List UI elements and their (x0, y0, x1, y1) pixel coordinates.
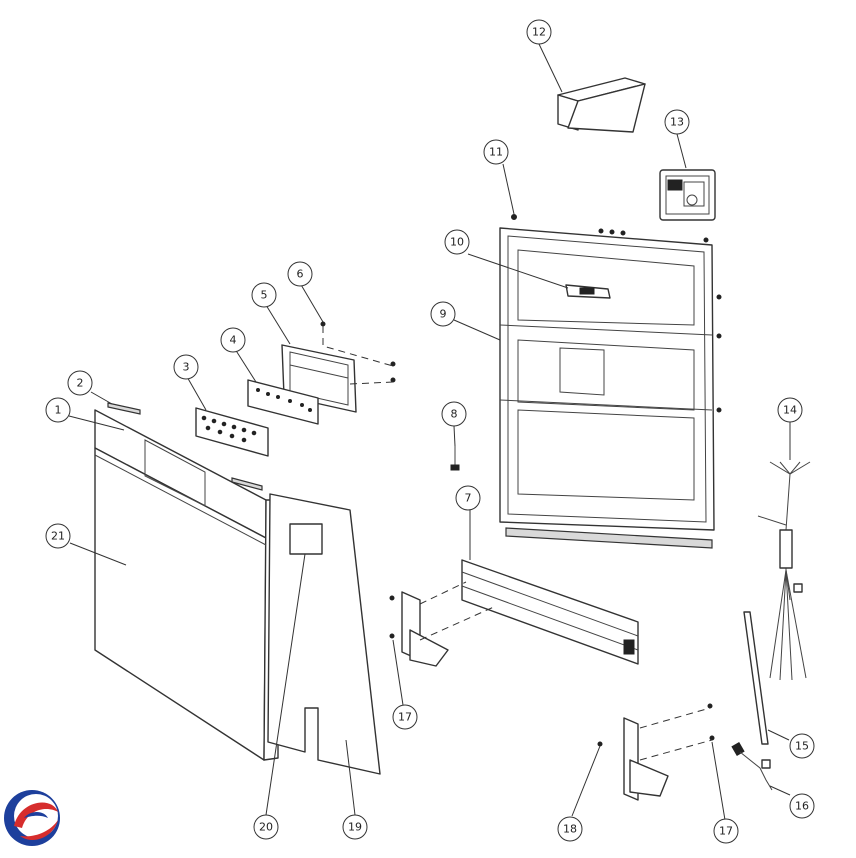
callout-1: 1 (45, 397, 71, 423)
part-2-trim-strip (107, 402, 263, 491)
part-21-outer-door-panel (94, 409, 279, 761)
callout-17-right: 17 (713, 818, 739, 844)
part-8-screw (450, 446, 460, 471)
callout-17-left: 17 (392, 704, 418, 730)
callout-2: 2 (67, 370, 93, 396)
callout-6: 6 (287, 261, 313, 287)
callout-8: 8 (441, 401, 467, 427)
part-7-door-rail (461, 559, 639, 665)
callout-13: 13 (664, 109, 690, 135)
callout-12-label: 12 (532, 26, 546, 39)
callout-19-label: 19 (348, 821, 362, 834)
callout-9: 9 (430, 301, 456, 327)
callout-21: 21 (45, 523, 71, 549)
callout-4: 4 (220, 327, 246, 353)
callout-10: 10 (444, 229, 470, 255)
callout-12: 12 (526, 19, 552, 45)
callout-2-label: 2 (77, 377, 84, 390)
callout-8-label: 8 (451, 408, 458, 421)
part-15-door-rod (743, 611, 769, 745)
part-4-circuit-board (247, 379, 319, 425)
callout-5-label: 5 (261, 289, 268, 302)
callout-7: 7 (455, 485, 481, 511)
part-11-screw (511, 214, 517, 220)
callout-18-label: 18 (563, 823, 577, 836)
callout-15: 15 (789, 733, 815, 759)
callout-5: 5 (251, 282, 277, 308)
callout-18: 18 (557, 816, 583, 842)
part-17-hinge-left (389, 581, 497, 667)
callout-15-label: 15 (795, 740, 809, 753)
callout-16: 16 (789, 793, 815, 819)
callout-17-left-label: 17 (398, 711, 412, 724)
callout-13-label: 13 (670, 116, 684, 129)
callout-20: 20 (253, 814, 279, 840)
callout-4-label: 4 (230, 334, 237, 347)
part-18-hinge-right (597, 703, 715, 801)
part-16-cable (731, 741, 773, 791)
callout-3-label: 3 (183, 361, 190, 374)
callout-17-right-label: 17 (719, 825, 733, 838)
leader-lines (68, 43, 791, 821)
callout-14-label: 14 (783, 404, 797, 417)
part-19-insulation-panel (267, 493, 381, 775)
callout-11: 11 (483, 139, 509, 165)
callout-3: 3 (173, 354, 199, 380)
part-14-wire-harness (757, 461, 811, 681)
part-9-inner-door-liner (499, 227, 722, 549)
callout-21-label: 21 (51, 530, 65, 543)
callout-19: 19 (342, 814, 368, 840)
callout-7-label: 7 (465, 492, 472, 505)
callout-14: 14 (777, 397, 803, 423)
brand-swirl-logo-icon (4, 790, 60, 846)
callout-20-label: 20 (259, 821, 273, 834)
part-13-control-module (659, 169, 716, 221)
callout-1-label: 1 (55, 404, 62, 417)
part-12-sheet (557, 77, 646, 133)
callout-11-label: 11 (489, 146, 503, 159)
part-3-keypad (195, 407, 269, 457)
callout-9-label: 9 (440, 308, 447, 321)
callout-6-label: 6 (297, 268, 304, 281)
callout-10-label: 10 (450, 236, 464, 249)
part-10-dispenser (565, 284, 611, 299)
callout-16-label: 16 (795, 800, 809, 813)
